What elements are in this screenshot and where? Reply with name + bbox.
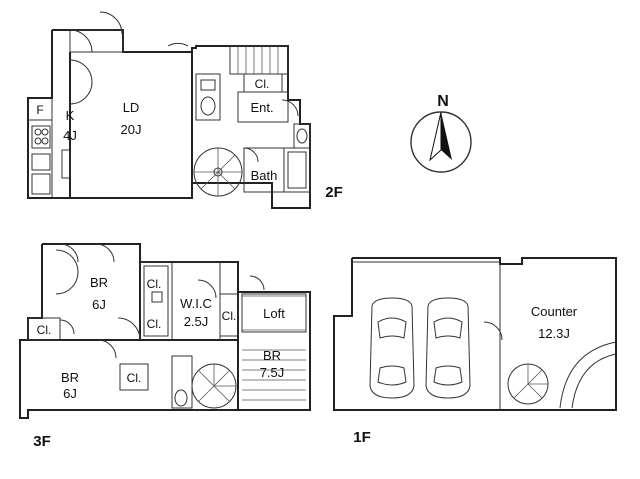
room-size-wic: 2.5J bbox=[184, 314, 209, 329]
room-size-br2: 6J bbox=[63, 386, 77, 401]
room-label-closet-2f: Cl. bbox=[255, 77, 270, 91]
room-label-entrance: Ent. bbox=[250, 100, 273, 115]
car-icon bbox=[425, 297, 471, 399]
room-label-ld: LD bbox=[123, 100, 140, 115]
room-label-br3: BR bbox=[263, 348, 281, 363]
car-icon bbox=[369, 297, 415, 399]
room-label-kitchen: K bbox=[66, 108, 75, 123]
room-label-closet-left: Cl. bbox=[37, 323, 52, 337]
room-size-ld: 20J bbox=[121, 122, 142, 137]
compass-label: N bbox=[437, 93, 449, 110]
floor-1f-plan: Counter 12.3J 1F bbox=[333, 257, 617, 446]
floor-label-2f: 2F bbox=[325, 184, 343, 201]
room-size-br3: 7.5J bbox=[260, 365, 285, 380]
room-label-closet-d: Cl. bbox=[127, 371, 142, 385]
room-label-closet-a: Cl. bbox=[147, 277, 162, 291]
room-label-f: F bbox=[36, 103, 43, 117]
room-label-closet-b: Cl. bbox=[147, 317, 162, 331]
room-label-loft: Loft bbox=[263, 306, 285, 321]
floor-label-3f: 3F bbox=[33, 433, 51, 450]
room-label-wic: W.I.C bbox=[180, 296, 212, 311]
room-label-br1: BR bbox=[90, 275, 108, 290]
room-size-counter: 12.3J bbox=[538, 326, 570, 341]
room-label-bath: Bath bbox=[251, 168, 278, 183]
room-label-br2: BR bbox=[61, 370, 79, 385]
floor-label-1f: 1F bbox=[353, 429, 371, 446]
north-arrow-icon: N bbox=[410, 93, 472, 173]
floor-2f-plan: F K 4J LD 20J Cl. Ent. Bath 2F bbox=[27, 11, 343, 209]
room-size-br1: 6J bbox=[92, 297, 106, 312]
floor-3f-plan: BR 6J Cl. Cl. W.I.C 2.5J Cl. Loft Cl. BR… bbox=[19, 243, 311, 450]
room-label-closet-c: Cl. bbox=[222, 309, 237, 323]
room-label-counter: Counter bbox=[531, 304, 578, 319]
room-size-kitchen: 4J bbox=[63, 128, 77, 143]
